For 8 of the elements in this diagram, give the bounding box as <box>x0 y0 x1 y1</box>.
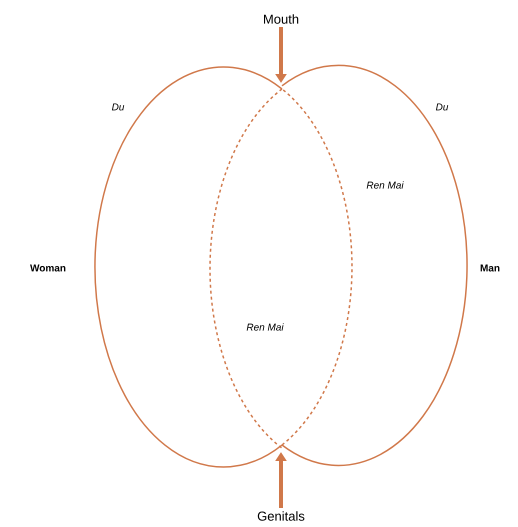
channel-label: Ren Mai <box>366 181 404 189</box>
point-label: Genitals <box>258 511 304 521</box>
person-label: Woman <box>30 264 66 272</box>
channel-label: Du <box>112 104 124 110</box>
person-label: Man <box>480 264 500 272</box>
point-label: Mouth <box>264 14 298 24</box>
channel-label: Du <box>436 104 448 110</box>
channel-label: Ren Mai <box>246 323 284 331</box>
